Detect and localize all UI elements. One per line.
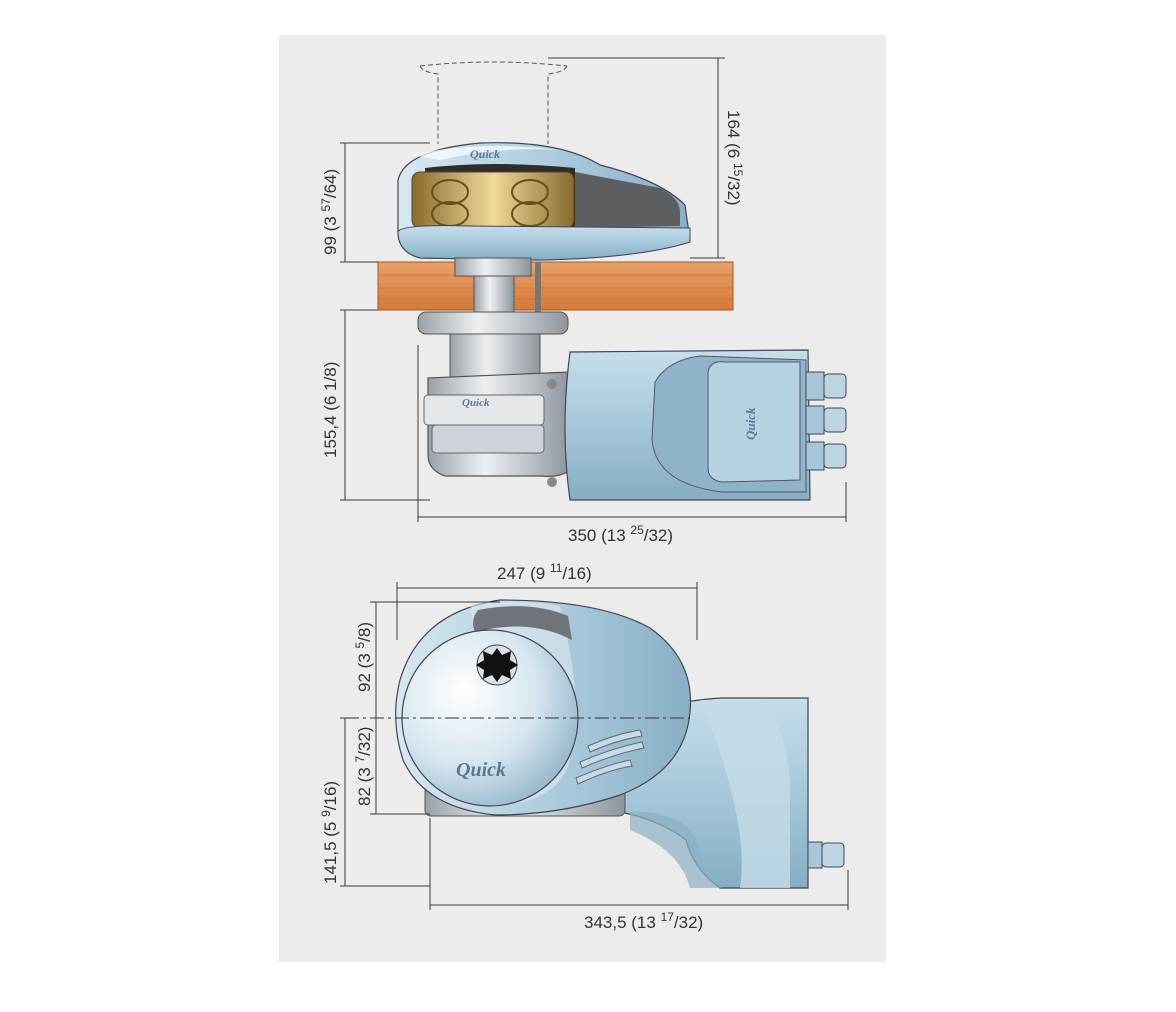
- mounting-flange: [417, 311, 569, 335]
- capstan-outline: [419, 61, 568, 144]
- side-dimension-lines: [340, 57, 847, 522]
- motor-cover: [707, 361, 801, 483]
- top-view: Quick 247 (9 11/16) 92 (: [319, 561, 849, 932]
- brand-logo-motor: Quick: [743, 407, 758, 440]
- dim-top-lower: 82 (3 7/32): [353, 727, 374, 806]
- dim-side-above-deck: 99 (3 57/64): [319, 169, 340, 255]
- cable-glands: [805, 371, 847, 471]
- dim-top-overall-depth: 141,5 (5 9/16): [319, 781, 340, 884]
- dim-top-length: 343,5 (13 17/32): [584, 910, 703, 932]
- dim-top-width: 247 (9 11/16): [497, 561, 592, 583]
- deck-shaft: [454, 257, 532, 277]
- top-cable-gland: [807, 841, 845, 869]
- dim-side-total-height: 164 (6 15/32): [724, 110, 745, 206]
- dim-side-below-deck: 155,4 (6 1/8): [321, 362, 340, 458]
- winch-socket: [476, 644, 518, 686]
- deck-plank: [377, 261, 734, 311]
- dim-top-upper: 92 (3 5/8): [353, 622, 374, 692]
- vent-slots: [575, 729, 645, 785]
- brand-logo-top-side: Quick: [470, 147, 500, 161]
- dim-side-length: 350 (13 25/32): [568, 523, 673, 545]
- brand-logo-dome: Quick: [456, 759, 506, 781]
- brand-logo-gearbox: Quick: [462, 397, 490, 409]
- top-dimension-lines: [340, 582, 849, 910]
- side-view: Quick Quick Quick: [319, 57, 847, 545]
